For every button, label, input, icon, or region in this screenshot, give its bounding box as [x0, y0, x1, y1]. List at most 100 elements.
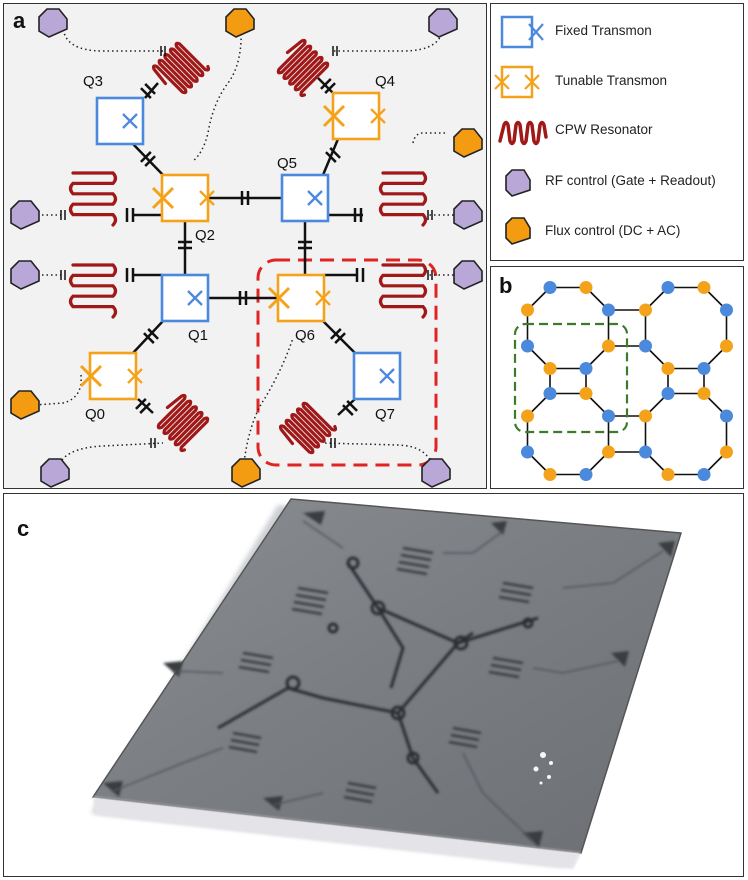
- qubit-label-q6: Q6: [295, 327, 315, 344]
- qubit-node: [719, 409, 733, 422]
- line-cap-icon: [159, 45, 166, 56]
- readout-cap-q6: [355, 267, 364, 282]
- qubit-q2: [160, 173, 209, 222]
- junction-icon: [126, 367, 143, 384]
- qubit-node: [579, 386, 592, 400]
- panel-c-chip-photo: c: [3, 493, 744, 877]
- cpw-resonator-icon: [497, 120, 548, 145]
- junction-icon: [306, 189, 323, 206]
- legend-fixed-label: Fixed Transmon: [555, 23, 652, 38]
- line-cap-icon: [331, 45, 338, 56]
- flux-port-icon: [230, 457, 261, 488]
- qubit-q5: [280, 173, 329, 222]
- rf-port-icon: [427, 7, 458, 38]
- octagon-lattice-diagram: [513, 280, 733, 481]
- coupler-q3-q2: [139, 150, 156, 167]
- legend-resonator-label: CPW Resonator: [555, 122, 653, 137]
- qubit-label-q2: Q2: [195, 227, 215, 244]
- flux-port-icon: [224, 7, 255, 38]
- legend-flux-label: Flux control (DC + AC): [545, 223, 681, 238]
- rf-port-icon: [452, 199, 483, 230]
- coupler-q2-q5: [240, 190, 249, 205]
- qubit-node: [638, 303, 652, 316]
- panel-a-label: a: [13, 8, 26, 33]
- coupler-q5-q6: [297, 240, 312, 249]
- line-cap-icon: [59, 209, 66, 220]
- qubit-node: [579, 467, 592, 481]
- qubit-label-q5: Q5: [277, 155, 297, 172]
- qubit-node: [601, 445, 615, 458]
- flux-control-icon: [504, 216, 531, 245]
- resonator-q3: [151, 41, 210, 94]
- resonator-q2: [68, 170, 117, 227]
- unit-cell-highlight: [513, 322, 628, 433]
- resonator-q6: [378, 262, 427, 319]
- readout-cap-q1: [125, 267, 134, 282]
- qubit-q3: [95, 96, 144, 145]
- qubit-node: [661, 280, 674, 294]
- panel-b-label: b: [499, 273, 513, 298]
- qubit-node: [697, 280, 710, 294]
- qubit-q6: [276, 273, 325, 322]
- fixed-transmon-icon: [500, 15, 544, 48]
- qubit-node: [543, 386, 556, 400]
- rf-control-icon: [504, 168, 531, 197]
- resonator-q0: [156, 393, 209, 452]
- line-cap-icon: [426, 269, 433, 280]
- readout-cap-q2: [125, 207, 134, 222]
- qubit-node: [697, 386, 710, 400]
- coupler-q2-q1: [177, 240, 192, 249]
- qubit-node: [579, 361, 592, 375]
- coupler-q1-q6: [238, 290, 247, 305]
- qubit-q0: [88, 351, 137, 400]
- qubit-node: [520, 303, 534, 316]
- legend-symbols: [493, 15, 548, 245]
- flux-port-icon: [452, 127, 483, 158]
- legend-rf-label: RF control (Gate + Readout): [545, 173, 716, 188]
- resonator-q4: [276, 38, 329, 97]
- readout-cap-q7: [341, 399, 358, 416]
- qubit-node: [638, 409, 652, 422]
- qubit-label-q4: Q4: [375, 73, 395, 90]
- highlight-region: [256, 258, 437, 466]
- readout-cap-q0: [134, 397, 151, 414]
- rf-port-icon: [420, 457, 451, 488]
- qubit-node: [719, 339, 733, 352]
- qubit-q1: [160, 273, 209, 322]
- panel-c-label: c: [17, 516, 30, 541]
- coupler-q4-q5: [324, 146, 341, 163]
- legend-tunable-label: Tunable Transmon: [555, 73, 668, 88]
- qubit-node: [520, 409, 534, 422]
- rf-port-icon: [9, 199, 40, 230]
- rf-port-icon: [37, 7, 68, 38]
- rf-port-icon: [452, 259, 483, 290]
- qubit-node: [661, 386, 674, 400]
- junction-icon: [314, 289, 331, 306]
- qubit-node: [543, 361, 556, 375]
- line-cap-icon: [426, 209, 433, 220]
- qubit-label-q1: Q1: [188, 327, 208, 344]
- qubit-node: [697, 467, 710, 481]
- junction-icon: [267, 286, 290, 309]
- qubit-node: [601, 339, 615, 352]
- junction-icon: [151, 186, 174, 209]
- qubit-node: [520, 445, 534, 458]
- junction-icon: [369, 107, 386, 124]
- qubit-node: [661, 467, 674, 481]
- resonator-q1: [68, 262, 117, 319]
- legend-panel: Fixed Transmon Tunable Transmon CPW Reso…: [490, 3, 744, 261]
- qubit-node: [638, 339, 652, 352]
- qubit-label-q0: Q0: [85, 406, 105, 423]
- qubit-node: [579, 280, 592, 294]
- qubit-label-q3: Q3: [83, 73, 103, 90]
- qubit-node: [543, 280, 556, 294]
- flux-port-icon: [9, 389, 40, 420]
- tunable-transmon-icon: [493, 65, 540, 98]
- line-cap-icon: [329, 437, 336, 448]
- readout-cap-q5: [353, 207, 362, 222]
- qubit-q7: [352, 351, 401, 400]
- qubit-node: [719, 303, 733, 316]
- resonator-q7: [278, 401, 337, 454]
